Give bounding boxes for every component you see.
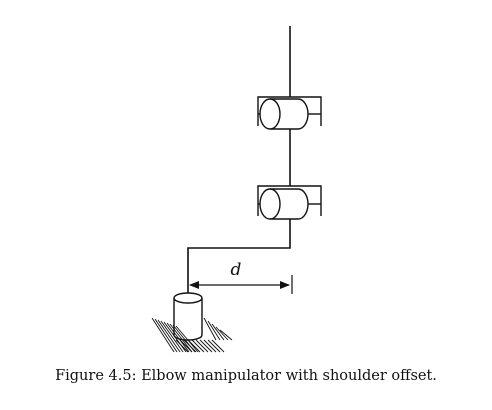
hatch-line	[154, 318, 178, 353]
hatch-line	[211, 339, 225, 353]
hatch-line	[151, 317, 175, 353]
hatch-line	[219, 329, 233, 341]
hatch-line	[207, 320, 221, 341]
shoulder-joint-bracket	[257, 185, 322, 216]
shoulder-joint	[257, 185, 322, 220]
hatch-line	[183, 339, 197, 353]
offset-label: d	[231, 260, 242, 280]
hatch-line	[175, 325, 199, 353]
elbow-joint	[257, 96, 322, 130]
base-joint	[173, 292, 203, 341]
hatch-line	[175, 339, 189, 353]
figure-caption: Figure 4.5: Elbow manipulator with shoul…	[55, 368, 437, 384]
hatch-line	[191, 339, 205, 353]
hatch-line	[160, 320, 184, 353]
hatch-line	[169, 323, 193, 353]
hatch-line	[203, 317, 217, 341]
hatch-line	[195, 339, 209, 353]
hatch-line	[215, 326, 229, 341]
hatch-line	[211, 323, 225, 341]
hatch-line	[157, 319, 181, 353]
hatch-line	[207, 339, 221, 353]
hatch-line	[166, 322, 190, 353]
hatch-line	[187, 339, 201, 353]
hatch-line	[163, 321, 187, 353]
elbow-joint-bracket	[257, 96, 322, 126]
shoulder-offset-link	[187, 219, 291, 296]
hatch-line	[179, 339, 193, 353]
ground-hatching	[151, 317, 233, 353]
hatch-line	[199, 339, 213, 353]
hatch-line	[203, 339, 217, 353]
